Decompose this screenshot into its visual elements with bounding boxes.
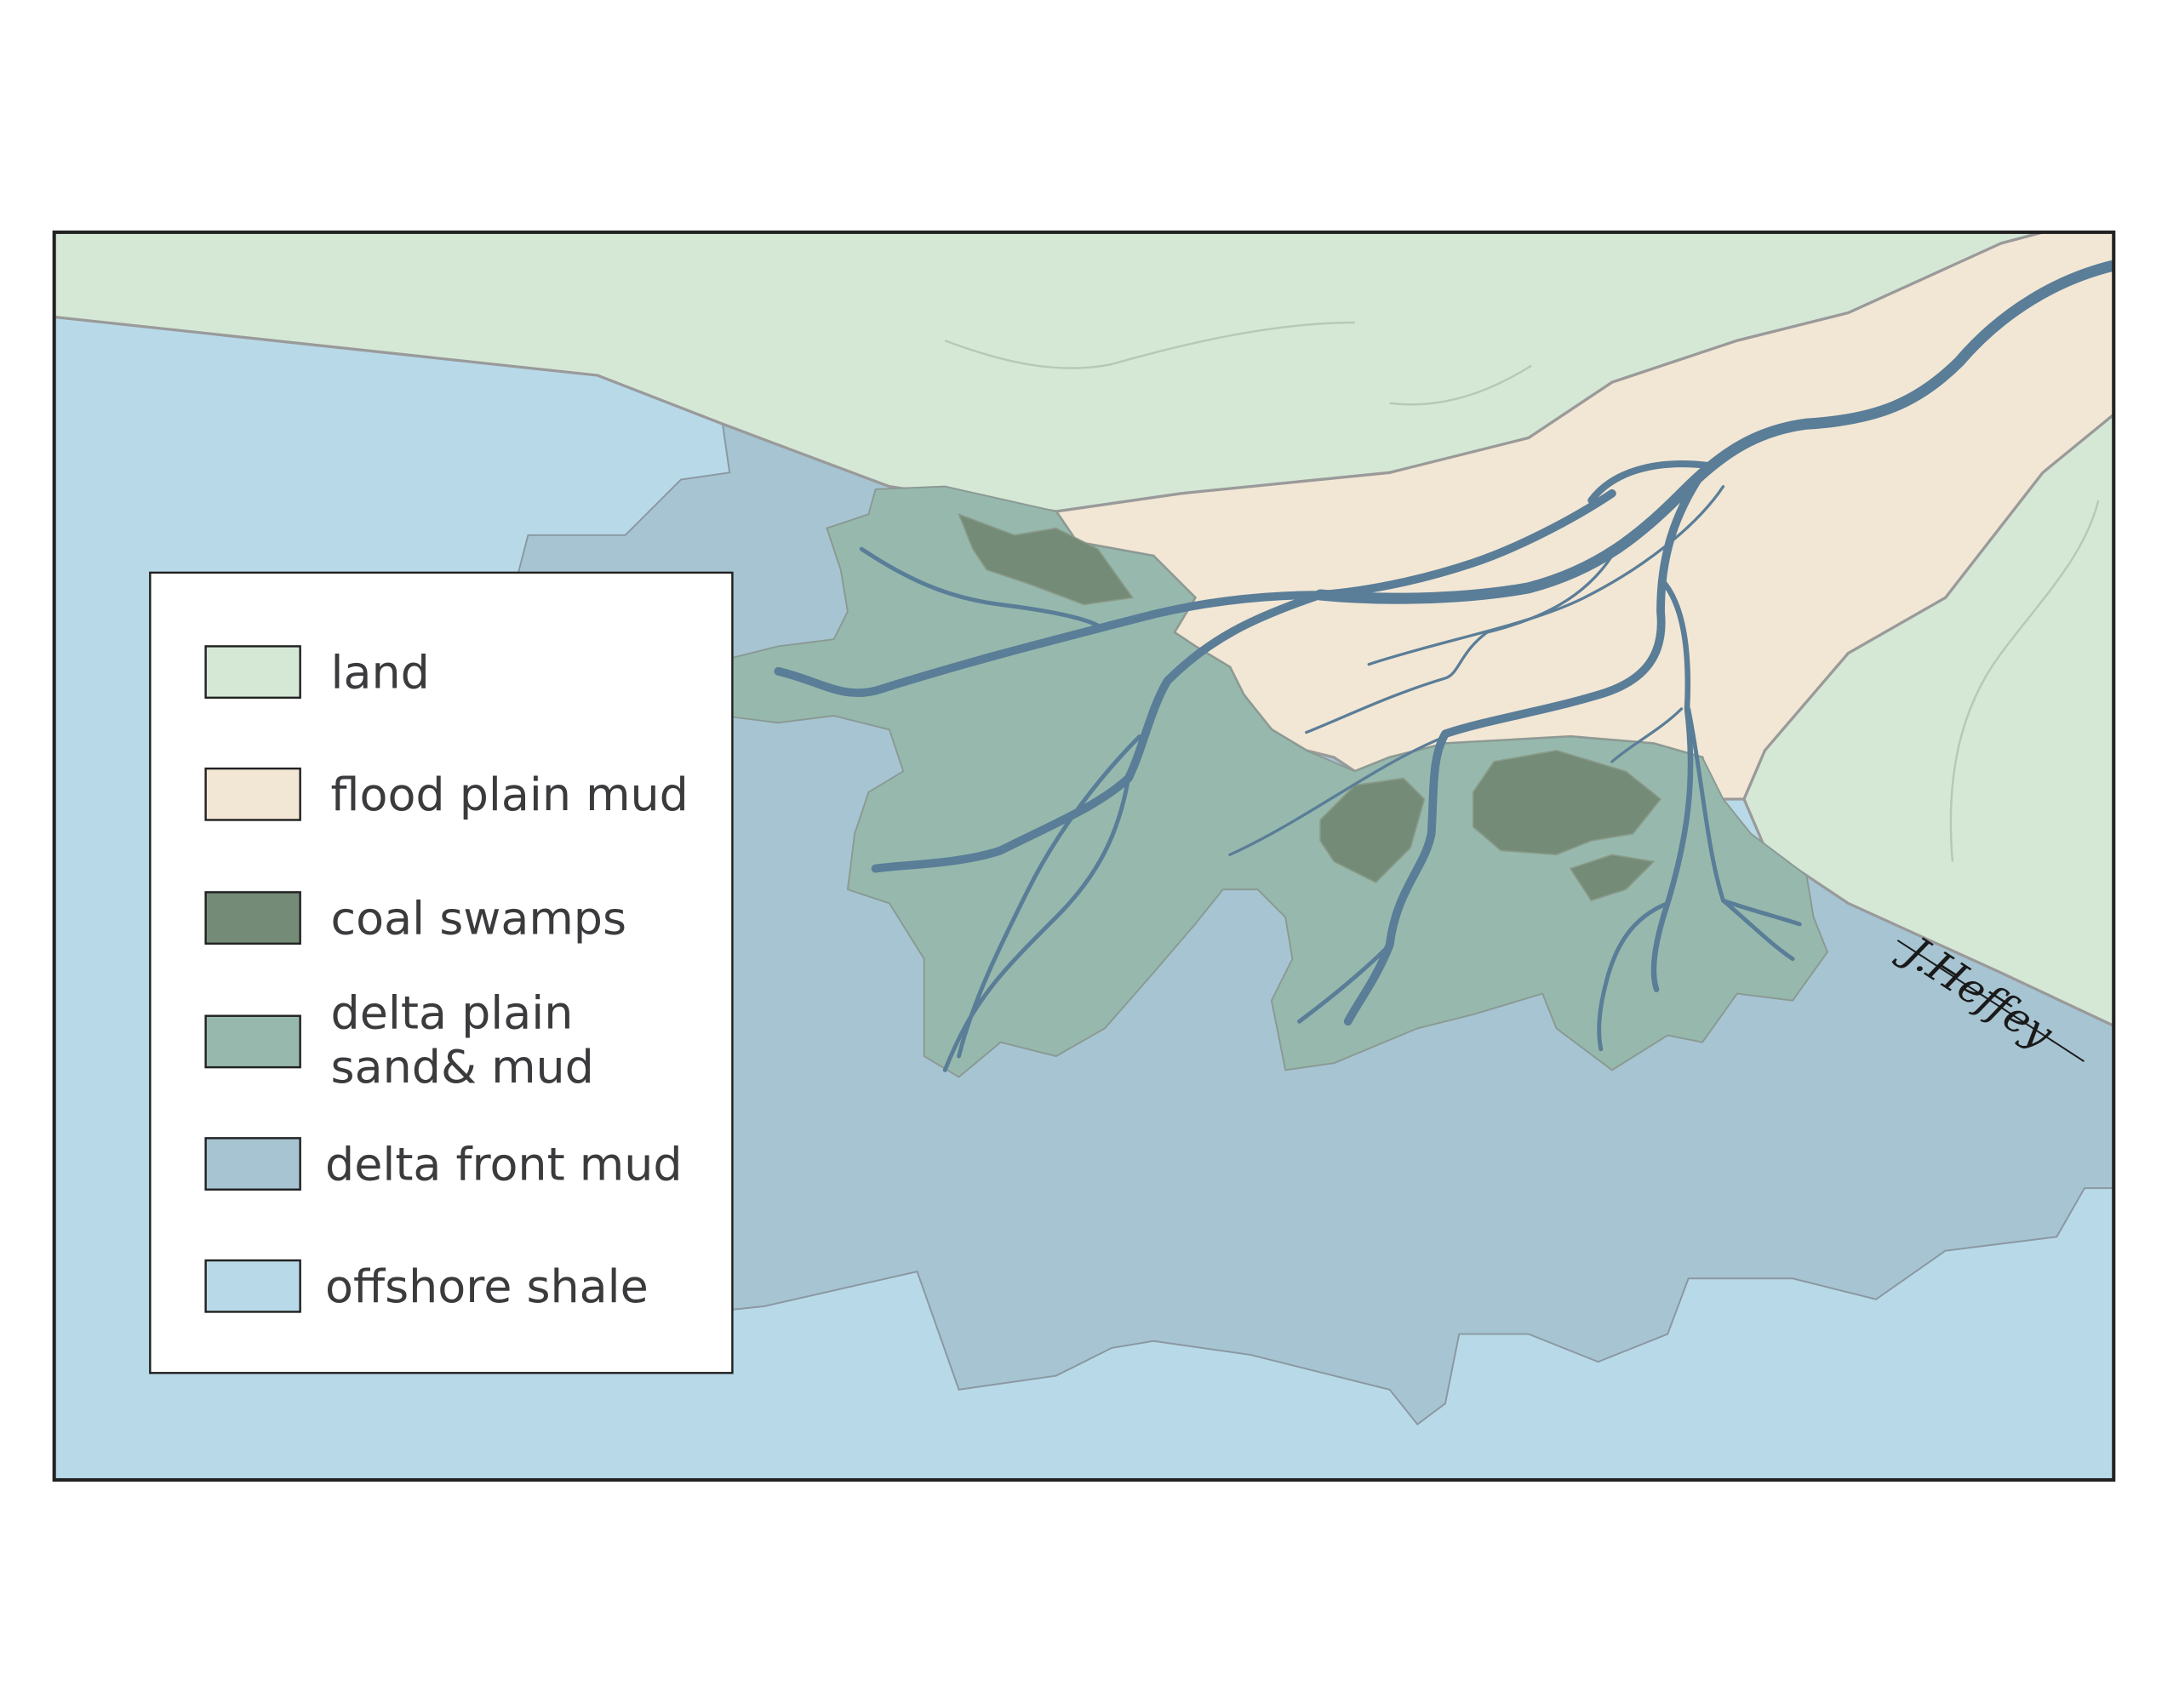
legend-swatch-flood-plain-mud [204,767,301,821]
coal-swamp [1569,854,1656,902]
channel [1650,580,1694,992]
legend-label: delta front mud [325,1137,683,1191]
main-channel [1314,260,2114,604]
legend-item-delta-plain: delta plain sand& mud [204,985,594,1094]
legend-label: offshore shale [325,1260,649,1313]
legend-item-land: land [204,645,430,700]
channel [1343,468,1707,1026]
legend-box [149,571,734,1374]
legend-item-coal-swamps: coal swamps [204,891,626,945]
channel [871,488,1616,873]
coal-swamp [1472,750,1662,856]
channel [859,546,1101,628]
legend-label: flood plain mud [331,768,689,821]
legend: land flood plain mud coal swamps delta p… [149,571,734,1374]
delta-plain-area [722,485,1829,1078]
legend-swatch-offshore-shale [204,1259,301,1313]
legend-swatch-delta-plain [204,1014,301,1069]
legend-swatch-delta-front-mud [204,1137,301,1191]
channel [1587,460,1713,505]
land-contours [944,321,2100,862]
channel [957,734,1142,1059]
legend-swatch-land [204,645,301,700]
legend-label-line1: delta plain [331,985,574,1039]
channel [1228,734,1447,856]
legend-label: land [331,645,430,699]
coal-swamps [958,512,1662,902]
channel [1610,707,1684,763]
legend-item-offshore-shale: offshore shale [204,1259,649,1313]
legend-swatch-coal-swamps [204,891,301,945]
channel [774,591,1381,698]
land-area-east [1742,413,2114,1028]
coal-swamp [958,512,1135,606]
coal-swamp [1319,777,1426,883]
legend-label: coal swamps [331,891,626,945]
legend-item-delta-front-mud: delta front mud [204,1137,683,1191]
distributary-channels [774,260,2114,1072]
map-frame [52,230,2116,1482]
channel [1597,901,1670,1052]
legend-label-line2: sand& mud [331,1040,594,1094]
channel [1305,554,1614,734]
channel [1297,942,1393,1024]
legend-item-flood-plain-mud: flood plain mud [204,767,689,821]
channel [1721,898,1802,927]
channel [1686,706,1795,962]
channel [1367,485,1725,666]
